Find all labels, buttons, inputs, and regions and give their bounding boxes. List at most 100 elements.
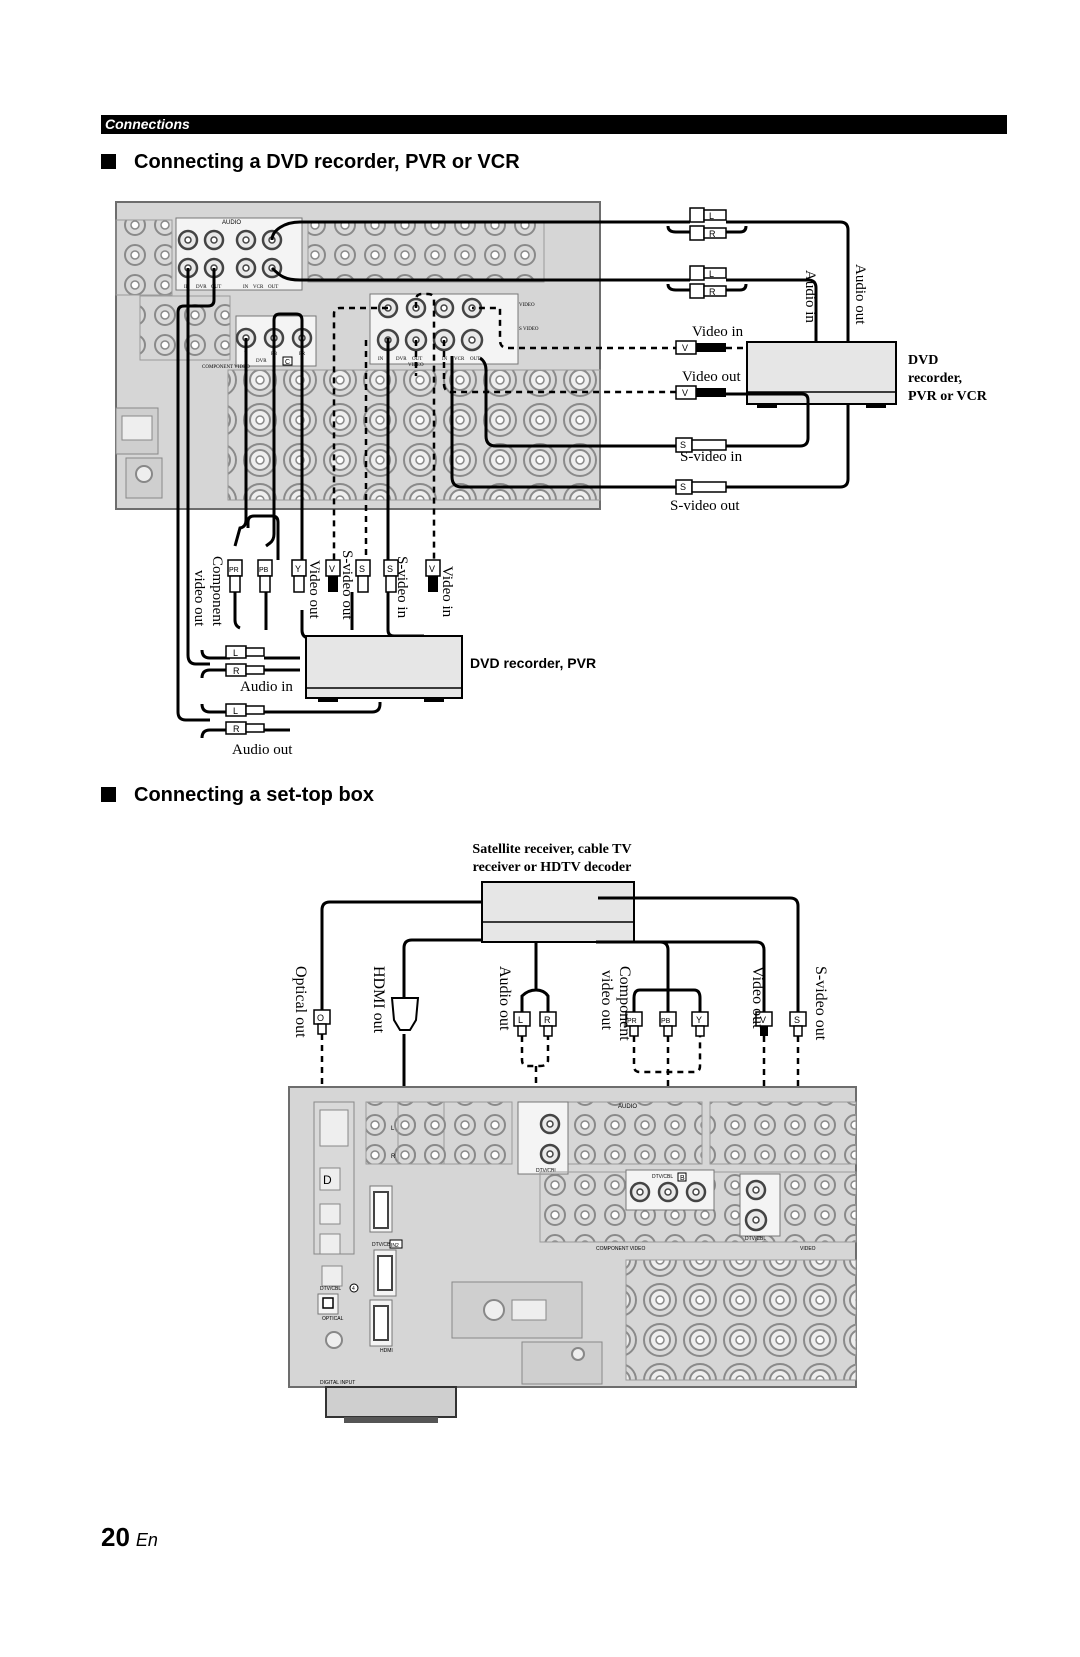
panel-in3-label: IN bbox=[378, 357, 384, 362]
cables-dashed-section1 bbox=[332, 292, 747, 560]
stb-name-line1: Satellite receiver, cable TV bbox=[472, 842, 631, 857]
svg-text:DTV/CBL: DTV/CBL bbox=[372, 1242, 393, 1248]
svg-text:4: 4 bbox=[352, 1286, 355, 1292]
panel-video-label: VIDEO bbox=[519, 303, 535, 308]
right-audio-out-label: Audio out bbox=[852, 264, 868, 325]
svg-text:PR: PR bbox=[229, 567, 239, 574]
plug-letter-s: S bbox=[680, 482, 686, 492]
bullet-square-icon bbox=[101, 787, 116, 802]
plug-y-icon: Y bbox=[291, 559, 307, 593]
svg-text:DTV/CBL: DTV/CBL bbox=[652, 1174, 673, 1180]
svg-text:L: L bbox=[518, 1015, 523, 1025]
svg-text:VIDEO: VIDEO bbox=[800, 1246, 816, 1252]
plug-v-icon-2: V bbox=[675, 385, 726, 400]
plug-pb-icon-stb: PB bbox=[659, 1011, 677, 1037]
right-svideo-out-label: S-video out bbox=[670, 498, 740, 514]
svg-text:V: V bbox=[429, 564, 435, 574]
hdmi-plug-icon bbox=[390, 997, 420, 1031]
plug-letter-l: L bbox=[709, 269, 714, 279]
plug-v-icon-4: V bbox=[425, 559, 441, 592]
svg-text:Y: Y bbox=[295, 564, 301, 574]
stb-svideo-out-label: S-video out bbox=[812, 966, 829, 1041]
right-video-out-label: Video out bbox=[682, 369, 742, 385]
plug-group-bottom: PR PB Y V S S V bbox=[225, 559, 441, 735]
plug-o-icon: O bbox=[313, 1009, 331, 1035]
plug-group-right: L R L R V V S bbox=[675, 207, 727, 495]
svg-text:L: L bbox=[391, 1126, 395, 1132]
cables-solid-section1 bbox=[176, 220, 850, 739]
svg-text:AUDIO: AUDIO bbox=[618, 1104, 637, 1110]
receiver-rear-panel-bottom: D L R AUDIO DTV/CBL DTV/CBL B COMPONENT … bbox=[288, 1086, 857, 1423]
plug-s-icon-1: S bbox=[675, 437, 727, 453]
panel-out3-label: OUT bbox=[412, 357, 422, 362]
svg-text:Y: Y bbox=[696, 1015, 702, 1025]
section2-title-text: Connecting a set-top box bbox=[134, 784, 374, 806]
svg-text:R: R bbox=[233, 724, 240, 734]
panel-audio-label: AUDIO bbox=[222, 220, 241, 226]
plug-v-icon-3: V bbox=[325, 559, 341, 592]
svg-text:O: O bbox=[317, 1013, 324, 1023]
plug-pr-icon-stb: PR bbox=[625, 1011, 643, 1037]
plug-letter-v: V bbox=[682, 343, 688, 353]
bottom-audio-out-label: Audio out bbox=[232, 742, 293, 758]
svg-text:DTV/CBL: DTV/CBL bbox=[320, 1286, 341, 1292]
plug-r-icon-stb: R bbox=[539, 1011, 557, 1037]
page-number-value: 20 bbox=[101, 1522, 130, 1552]
svg-text:HDMI: HDMI bbox=[380, 1348, 393, 1354]
svg-text:S: S bbox=[359, 564, 365, 574]
plug-s-icon-4: S bbox=[383, 559, 399, 593]
plug-r-icon-2: R bbox=[689, 283, 727, 299]
stb-component-label-1: Component bbox=[616, 966, 633, 1041]
panel-out-label: OUT bbox=[211, 285, 221, 290]
panel-in2-label: IN bbox=[243, 285, 249, 290]
bottom-svideo-in-label: S-video in bbox=[394, 556, 410, 619]
plug-l-icon-2: L bbox=[689, 265, 727, 281]
plug-pb-icon: PB bbox=[257, 559, 273, 593]
bottom-device: DVD recorder, PVR bbox=[305, 635, 596, 702]
plug-pr-icon: PR bbox=[227, 559, 243, 593]
stb-audio-out-label: Audio out bbox=[496, 966, 513, 1031]
bottom-video-in-label: Video in bbox=[439, 566, 455, 618]
section1-title: Connecting a DVD recorder, PVR or VCR bbox=[101, 151, 520, 174]
stb-video-out-label: Video out bbox=[749, 966, 766, 1029]
plug-l-icon-stb: L bbox=[513, 1011, 531, 1037]
bottom-svideo-out-label: S-video out bbox=[339, 550, 355, 620]
stb-component-label-2: video out bbox=[598, 970, 615, 1031]
panel-vcr-label: VCR bbox=[253, 285, 264, 290]
right-device-name-3: PVR or VCR bbox=[908, 389, 988, 404]
svg-text:S: S bbox=[794, 1015, 800, 1025]
svg-text:D: D bbox=[323, 1173, 332, 1187]
right-device-name-2: recorder, bbox=[908, 371, 962, 386]
plug-s-icon-2: S bbox=[675, 479, 727, 495]
page-language: En bbox=[135, 1530, 158, 1550]
plug-letter-r: R bbox=[709, 229, 716, 239]
panel-dvr2-label: DVR bbox=[396, 357, 407, 362]
plug-group-stb: O L R PR PB Y bbox=[313, 997, 807, 1037]
svg-text:DIGITAL INPUT: DIGITAL INPUT bbox=[320, 1380, 355, 1386]
right-device-name-1: DVD bbox=[908, 353, 938, 368]
svg-text:PB: PB bbox=[259, 567, 269, 574]
svg-text:R: R bbox=[233, 666, 240, 676]
section-header-label: Connections bbox=[105, 116, 190, 132]
section-header-bar: Connections bbox=[101, 115, 1007, 134]
plug-s-icon-stb: S bbox=[789, 1011, 807, 1037]
plug-letter-v: V bbox=[682, 388, 688, 398]
svg-text:PR: PR bbox=[627, 1018, 637, 1025]
svg-text:V: V bbox=[329, 564, 335, 574]
panel-out2-label: OUT bbox=[268, 285, 278, 290]
bottom-device-name: DVD recorder, PVR bbox=[470, 655, 596, 671]
svg-text:L: L bbox=[233, 648, 238, 658]
plug-r-icon-4: R bbox=[225, 721, 265, 735]
plug-r-icon-3: R bbox=[225, 663, 265, 677]
plug-l-icon-4: L bbox=[225, 703, 265, 717]
plug-y-icon-stb: Y bbox=[691, 1011, 709, 1037]
svg-text:COMPONENT VIDEO: COMPONENT VIDEO bbox=[596, 1246, 645, 1252]
receiver-rear-panel-top: AUDIO IN DVR OUT IN VCR OUT Y PB PR DV bbox=[115, 201, 601, 510]
section1-title-text: Connecting a DVD recorder, PVR or VCR bbox=[134, 151, 520, 173]
plug-s-icon-3: S bbox=[355, 559, 371, 593]
svg-text:V: V bbox=[760, 1015, 766, 1025]
right-svideo-in-label: S-video in bbox=[680, 449, 743, 465]
bottom-audio-in-label: Audio in bbox=[240, 679, 293, 695]
